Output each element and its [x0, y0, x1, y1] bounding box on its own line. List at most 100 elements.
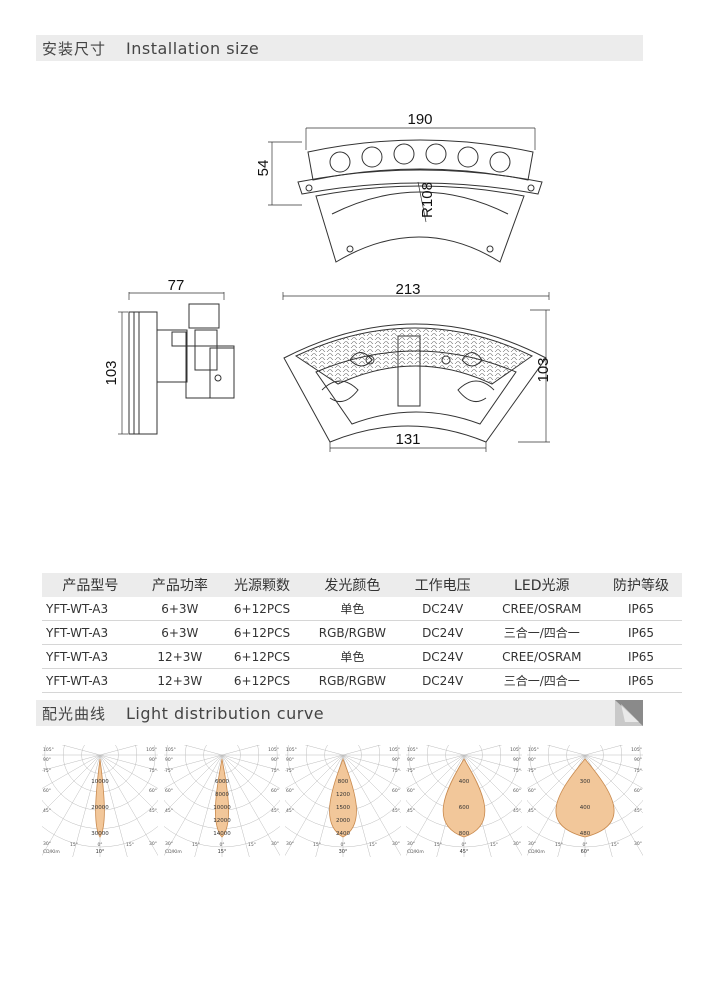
angle-label: 45° — [149, 808, 157, 814]
side-view-drawing — [118, 292, 235, 435]
dim-top-width: 190 — [407, 111, 432, 128]
unit-label: CD/Klm — [528, 849, 545, 855]
header-power: 产品功率 — [138, 573, 221, 597]
grid-ray — [68, 754, 101, 871]
angle-label: 30° — [43, 841, 51, 847]
installation-drawings: 190 54 R108 77 103 — [103, 111, 552, 452]
angle-label: 30° — [392, 841, 400, 847]
table-row: YFT-WT-A3 12+3W 6+12PCS RGB/RGBW DC24V 三… — [42, 668, 682, 693]
angle-label: 15° — [70, 842, 78, 848]
grid-ray — [99, 754, 132, 871]
angle-label: 90° — [392, 757, 400, 763]
cell-voltage: DC24V — [401, 620, 484, 645]
value-label: 800 — [459, 831, 470, 837]
angle-label: 75° — [286, 768, 294, 774]
header-led-count: 光源颗数 — [220, 573, 304, 597]
grid-ray — [463, 754, 525, 859]
beam-lobe — [442, 758, 486, 838]
grid-ray — [99, 754, 161, 859]
angle-label: 15° — [555, 842, 563, 848]
cell-model: YFT-WT-A3 — [42, 668, 139, 693]
angle-label: 75° — [513, 768, 521, 774]
cell-voltage: DC24V — [401, 668, 484, 693]
angle-label: 60° — [286, 788, 294, 794]
installation-title-cn: 安装尺寸 — [42, 39, 107, 58]
angle-label: 75° — [43, 768, 51, 774]
value-label: 30000 — [91, 831, 109, 837]
angle-label: 30° — [407, 841, 415, 847]
cell-led-source: 三合一/四合一 — [483, 620, 600, 645]
angle-label: 15° — [490, 842, 498, 848]
cell-voltage: DC24V — [401, 597, 484, 621]
value-label: 2000 — [336, 818, 350, 824]
beam-angle-label: 60° — [581, 849, 590, 855]
cell-led-count: 6+12PCS — [220, 597, 304, 621]
value-label: 400 — [580, 805, 591, 811]
cell-led-count: 6+12PCS — [220, 620, 304, 645]
grid-ray — [221, 754, 283, 859]
angle-label: 30° — [165, 841, 173, 847]
beam-lobe — [329, 757, 357, 838]
value-label: 400 — [459, 779, 470, 785]
angle-label: 105° — [268, 747, 279, 753]
angle-label: 60° — [513, 788, 521, 794]
angle-label: 15° — [313, 842, 321, 848]
angle-label: 0° — [340, 842, 345, 848]
light-distribution-title-cn: 配光曲线 — [42, 704, 107, 723]
angle-label: 75° — [165, 768, 173, 774]
angle-label: 60° — [392, 788, 400, 794]
top-view-drawing — [268, 127, 543, 263]
light-distribution-title-en: Light distribution curve — [126, 703, 325, 723]
angle-label: 75° — [407, 768, 415, 774]
angle-label: 60° — [528, 788, 536, 794]
angle-label: 15° — [126, 842, 134, 848]
cell-color: 单色 — [303, 644, 402, 669]
unit-label: CD/Klm — [43, 849, 60, 855]
angle-label: 105° — [528, 747, 539, 753]
angle-label: 45° — [271, 808, 279, 814]
cell-color: RGB/RGBW — [303, 620, 402, 645]
beam-lobe — [555, 758, 615, 838]
angle-label: 105° — [389, 747, 400, 753]
corner-decoration-icon — [615, 700, 643, 726]
value-label: 8000 — [215, 792, 229, 798]
angle-label: 90° — [271, 757, 279, 763]
unit-label: CD/Klm — [165, 849, 182, 855]
header-voltage: 工作电压 — [401, 573, 484, 597]
angle-label: 60° — [149, 788, 157, 794]
value-label: 10000 — [91, 779, 109, 785]
cell-led-source: CREE/OSRAM — [483, 644, 600, 669]
beam-angle-label: 10° — [96, 849, 105, 855]
value-label: 20000 — [91, 805, 109, 811]
cell-ip: IP65 — [599, 597, 682, 621]
angle-label: 90° — [149, 757, 157, 763]
angle-label: 60° — [271, 788, 279, 794]
angle-label: 105° — [631, 747, 642, 753]
cell-ip: IP65 — [599, 644, 682, 669]
value-label: 1200 — [336, 792, 350, 798]
installation-section-header: 安装尺寸 Installation size — [36, 35, 643, 61]
header-color: 发光颜色 — [303, 573, 402, 597]
value-label: 12000 — [213, 818, 231, 824]
light-distribution-section-header: 配光曲线 Light distribution curve — [36, 700, 643, 726]
angle-label: 30° — [149, 841, 157, 847]
angle-label: 45° — [634, 808, 642, 814]
angle-label: 90° — [513, 757, 521, 763]
table-header-row: 产品型号 产品功率 光源颗数 发光颜色 工作电压 LED光源 防护等级 — [42, 573, 682, 597]
angle-label: 105° — [165, 747, 176, 753]
angle-label: 75° — [271, 768, 279, 774]
grid-ray — [39, 754, 101, 859]
angle-label: 45° — [165, 808, 173, 814]
front-view-drawing — [282, 292, 550, 452]
grid-ray — [221, 754, 254, 871]
angle-label: 105° — [286, 747, 297, 753]
value-label: 14000 — [213, 831, 231, 837]
cell-color: 单色 — [303, 597, 402, 621]
cell-model: YFT-WT-A3 — [42, 644, 139, 669]
angle-label: 15° — [611, 842, 619, 848]
angle-label: 45° — [392, 808, 400, 814]
spec-table: 产品型号 产品功率 光源颗数 发光颜色 工作电压 LED光源 防护等级 YFT-… — [42, 573, 682, 693]
